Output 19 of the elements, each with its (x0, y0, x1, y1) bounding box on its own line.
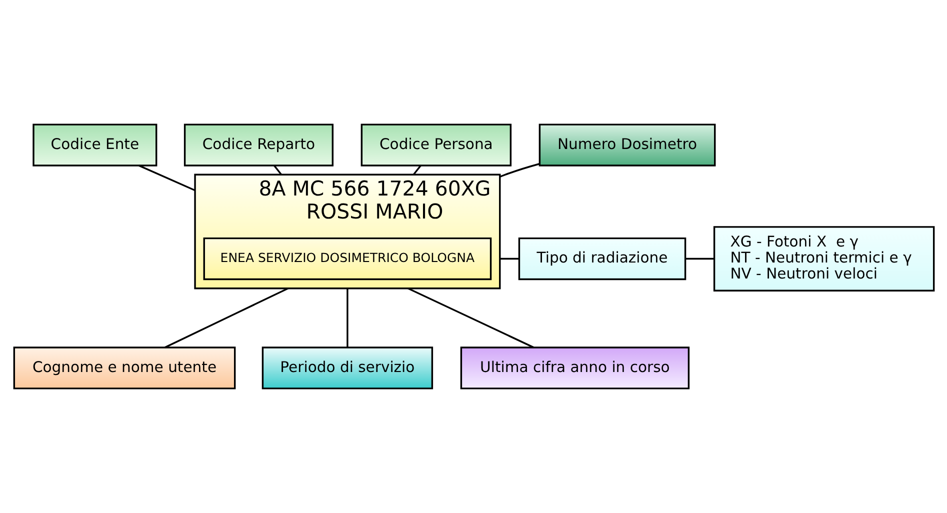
connector (164, 288, 288, 348)
connector (499, 258, 519, 260)
connector (273, 165, 282, 176)
node-box: ENEA SERVIZIO DOSIMETRICO BOLOGNA (202, 237, 492, 280)
node-box: Tipo di radiazione (518, 237, 686, 280)
node-box: Codice Ente (32, 124, 157, 166)
connector (412, 165, 421, 176)
connector (499, 163, 540, 178)
node-box: XG - Fotoni X e γ NT - Neutroni termici e γ NV - Neutroni veloci (712, 226, 934, 292)
connector (407, 288, 534, 348)
node-box: Codice Reparto (183, 124, 334, 166)
connector (138, 164, 195, 192)
node-box: Codice Persona (360, 124, 512, 166)
node-box: Periodo di servizio (261, 346, 433, 390)
node-box: Ultima cifra anno in corso (460, 346, 690, 390)
connector (346, 288, 348, 348)
node-box: Numero Dosimetro (538, 124, 716, 166)
node-box: Cognome e nome utente (12, 346, 236, 390)
connector (684, 258, 714, 260)
